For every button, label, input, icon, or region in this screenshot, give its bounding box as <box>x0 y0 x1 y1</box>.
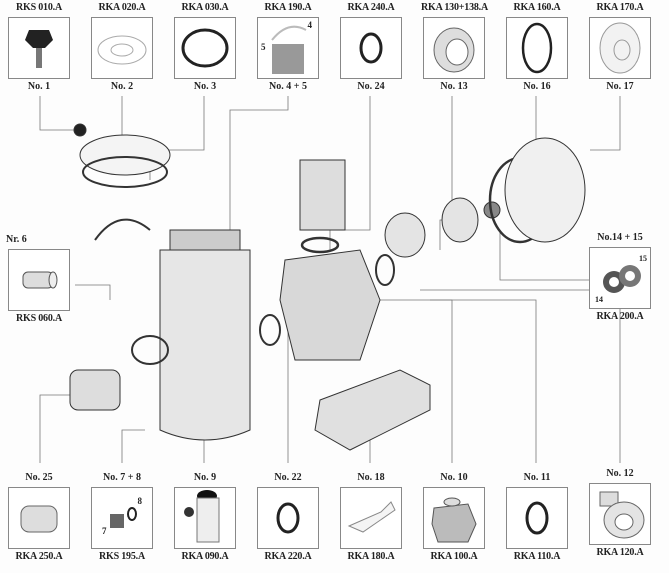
pump-housing-part <box>279 249 381 361</box>
part-code: RKA 240.A <box>347 2 395 13</box>
inlet-union-part <box>299 159 346 231</box>
union-part <box>69 369 121 411</box>
sublabel-15: 15 <box>639 254 647 263</box>
part-number: No. 4 + 5 <box>269 81 307 92</box>
union-icon <box>8 487 70 549</box>
basket-icon: 4 5 <box>257 17 319 79</box>
part-number: Nr. 6 <box>6 234 27 245</box>
o-ring-icon <box>340 17 402 79</box>
part-code: RKA 220.A <box>264 551 312 562</box>
base-part <box>314 369 431 451</box>
sublabel-14: 14 <box>595 295 603 304</box>
part-card-rka-020a[interactable]: RKA 020.A No. 2 <box>89 2 155 94</box>
part-number: No.14 + 15 <box>597 232 643 243</box>
o-ring-icon <box>257 487 319 549</box>
part-code: RKA 160.A <box>513 2 561 13</box>
part-code: RKS 010.A <box>16 2 62 13</box>
pump-housing-icon <box>423 487 485 549</box>
part-number: No. 16 <box>523 81 551 92</box>
part-code: RKA 190.A <box>264 2 312 13</box>
part-number: No. 13 <box>440 81 468 92</box>
part-code: RKA 180.A <box>347 551 395 562</box>
part-card-rka-110a[interactable]: No. 11 RKA 110.A <box>504 472 570 564</box>
diffuser-part <box>384 212 426 258</box>
base-icon <box>340 487 402 549</box>
flange-icon <box>589 17 651 79</box>
part-number: No. 25 <box>25 472 53 483</box>
o-ring-22-part <box>259 314 281 346</box>
part-code: RKA 200.A <box>596 311 644 322</box>
o-ring-icon <box>506 487 568 549</box>
part-number: No. 12 <box>606 468 634 479</box>
motor-flange-part <box>504 137 586 243</box>
bearing-icon: 14 15 <box>589 247 651 309</box>
sublabel-5: 5 <box>261 42 266 52</box>
part-card-rka-160a[interactable]: RKA 160.A No. 16 <box>504 2 570 94</box>
lid-icon <box>91 17 153 79</box>
part-card-rka-090a[interactable]: No. 9 RKA 090.A <box>172 472 238 564</box>
part-code: RKA 250.A <box>15 551 63 562</box>
o-ring-icon <box>506 17 568 79</box>
part-code: RKA 170.A <box>596 2 644 13</box>
part-card-rka-120a[interactable]: No. 12 RKA 120.A <box>587 468 653 560</box>
strainer-housing-icon <box>174 487 236 549</box>
part-code: RKA 090.A <box>181 551 229 562</box>
part-code: RKA 100.A <box>430 551 478 562</box>
impeller-icon <box>423 17 485 79</box>
part-number: No. 7 + 8 <box>103 472 141 483</box>
o-ring-11-part <box>375 254 395 286</box>
part-number: No. 18 <box>357 472 385 483</box>
part-number: No. 2 <box>110 81 134 92</box>
part-card-rka-190a[interactable]: RKA 190.A 4 5 No. 4 + 5 <box>255 2 321 94</box>
part-card-rka-100a[interactable]: No. 10 RKA 100.A <box>421 472 487 564</box>
part-card-rka-250a[interactable]: No. 25 RKA 250.A <box>6 472 72 564</box>
sublabel-4: 4 <box>307 20 313 30</box>
part-number: No. 11 <box>523 472 551 483</box>
fitting-icon <box>8 249 70 311</box>
part-code: RKS 195.A <box>99 551 145 562</box>
impeller-part <box>441 197 479 243</box>
part-card-rks-060a[interactable]: Nr. 6 RKS 060.A <box>6 234 72 326</box>
strainer-housing-part <box>159 249 251 441</box>
part-code: RKA 120.A <box>596 547 644 558</box>
part-card-rka-170a[interactable]: RKA 170.A No. 17 <box>587 2 653 94</box>
part-card-rka-030a[interactable]: RKA 030.A No. 3 <box>172 2 238 94</box>
part-card-rka-200a[interactable]: No.14 + 15 14 15 RKA 200.A <box>587 232 653 324</box>
part-card-rks-010a[interactable]: RKS 010.A No. 1 <box>6 2 72 94</box>
drain-plug-icon: 7 8 <box>91 487 153 549</box>
part-code: RKA 110.A <box>513 551 561 562</box>
lid-o-ring-part <box>82 156 168 188</box>
basket-handle-part <box>94 218 151 241</box>
part-number: No. 22 <box>274 472 302 483</box>
part-number: No. 10 <box>440 472 468 483</box>
knob-icon <box>8 17 70 79</box>
part-code: RKA 020.A <box>98 2 146 13</box>
part-card-rka-240a[interactable]: RKA 240.A No. 24 <box>338 2 404 94</box>
o-ring-part <box>131 335 169 365</box>
sublabel-8: 8 <box>137 496 143 506</box>
part-card-rka-220a[interactable]: No. 22 RKA 220.A <box>255 472 321 564</box>
part-card-rks-195a[interactable]: No. 7 + 8 7 8 RKS 195.A <box>89 472 155 564</box>
part-number: No. 1 <box>27 81 51 92</box>
part-code: RKS 060.A <box>16 313 62 324</box>
o-ring-24-part <box>300 236 340 254</box>
part-code: RKA 130+138.A <box>421 2 488 13</box>
part-code: RKA 030.A <box>181 2 229 13</box>
part-number: No. 9 <box>193 472 217 483</box>
assembly-parts <box>69 123 586 451</box>
o-ring-icon <box>174 17 236 79</box>
part-card-rka-180a[interactable]: No. 18 RKA 180.A <box>338 472 404 564</box>
part-number: No. 3 <box>193 81 217 92</box>
lid-part <box>79 134 171 176</box>
sublabel-7: 7 <box>102 526 107 536</box>
part-number: No. 17 <box>606 81 634 92</box>
part-card-rka-130-138a[interactable]: RKA 130+138.A No. 13 <box>421 2 488 94</box>
knob-part <box>73 123 87 137</box>
diffuser-icon <box>589 483 651 545</box>
part-number: No. 24 <box>357 81 385 92</box>
